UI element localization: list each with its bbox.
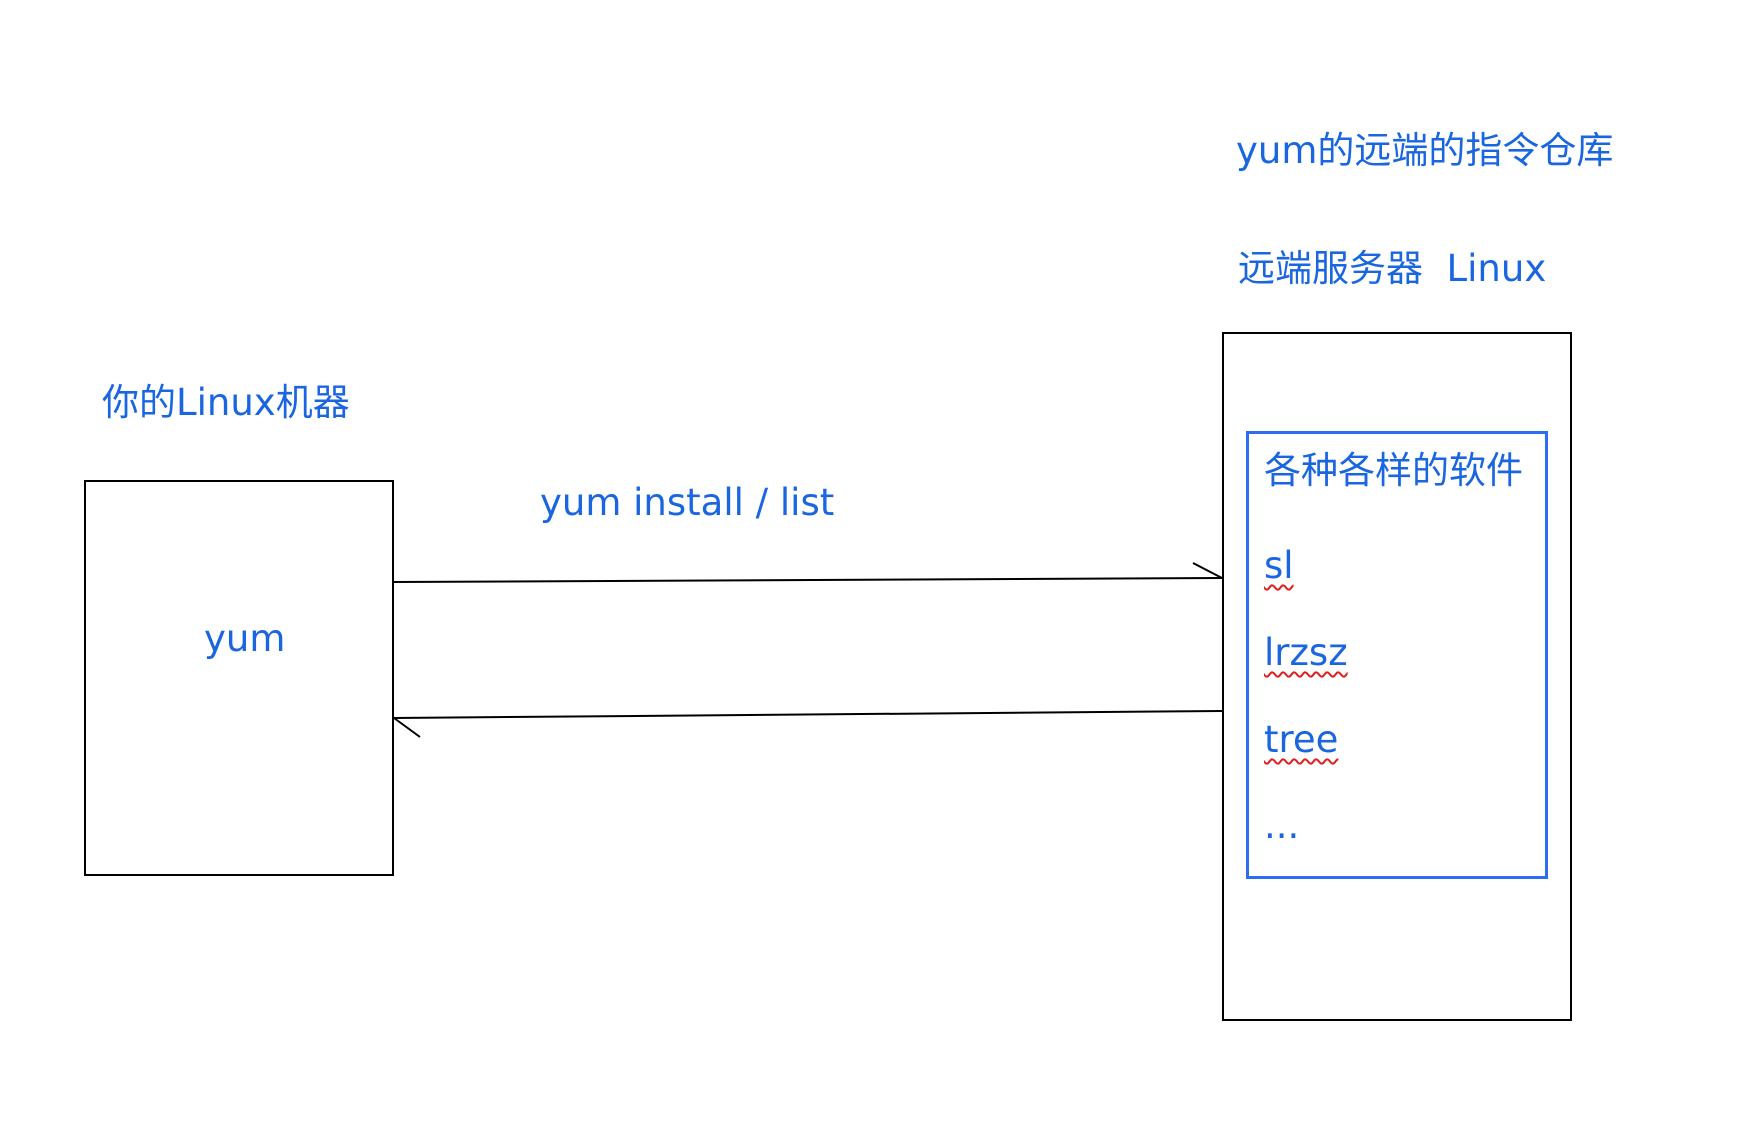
local-machine-box: yum — [84, 480, 394, 876]
request-arrow — [393, 562, 1223, 583]
response-arrow — [393, 710, 1223, 738]
software-list-title: 各种各样的软件 — [1264, 449, 1523, 492]
command-label: yum install / list — [540, 481, 835, 524]
local-machine-title: 你的Linux机器 — [102, 381, 350, 424]
package-item-lrzsz: lrzsz — [1264, 631, 1348, 674]
package-item-more: ... — [1264, 804, 1300, 847]
software-list-box: 各种各样的软件 sl lrzsz tree ... — [1246, 431, 1548, 879]
remote-server-box: 各种各样的软件 sl lrzsz tree ... — [1222, 332, 1572, 1021]
yum-label: yum — [204, 617, 286, 660]
remote-server-label: 远端服务器 Linux — [1238, 247, 1547, 290]
package-item-sl: sl — [1264, 544, 1294, 587]
package-item-tree: tree — [1264, 718, 1339, 761]
remote-repo-title: yum的远端的指令仓库 — [1236, 129, 1614, 172]
